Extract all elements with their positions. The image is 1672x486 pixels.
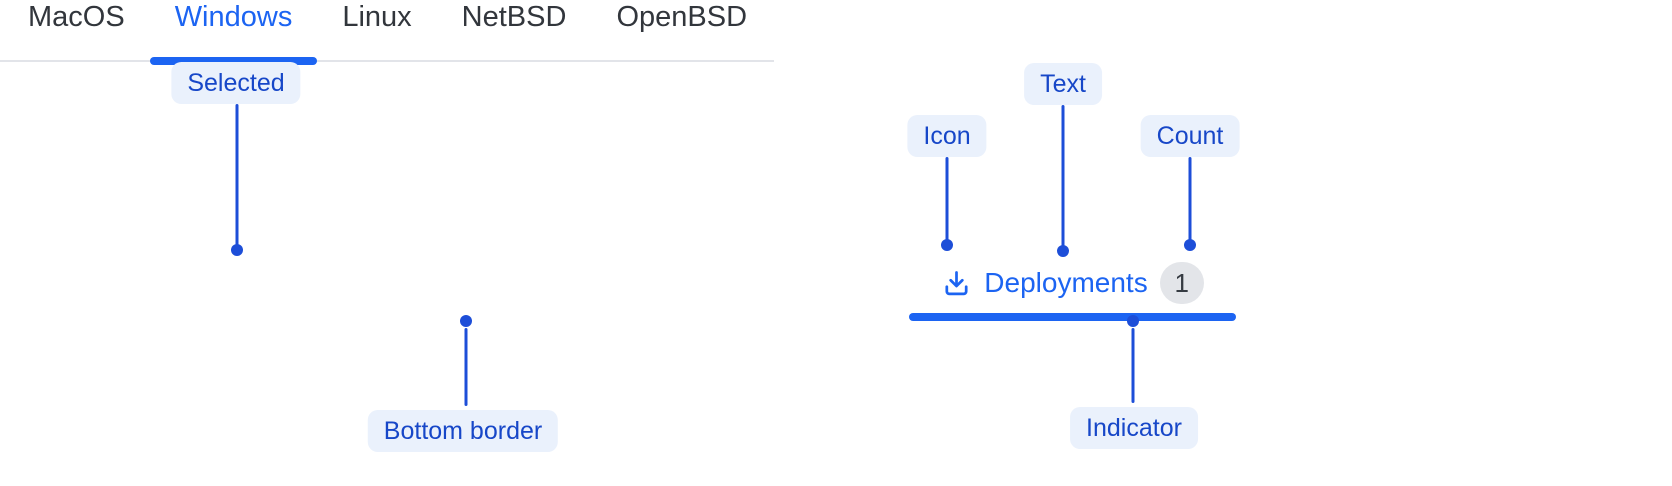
- icon-annotation-label: Icon: [907, 115, 987, 157]
- tab-linux[interactable]: Linux: [342, 1, 412, 33]
- download-icon: [945, 270, 968, 295]
- count-annotation-dot: [1184, 239, 1196, 251]
- bottom-border-annotation-line: [464, 328, 468, 406]
- selected-annotation-line: [235, 104, 239, 246]
- tab-list: MacOS Windows Linux NetBSD OpenBSD: [0, 0, 774, 65]
- tab-netbsd[interactable]: NetBSD: [461, 1, 567, 33]
- bottom-border-annotation-dot: [460, 315, 472, 327]
- deployments-tab[interactable]: Deployments 1: [909, 261, 1236, 321]
- count-badge: 1: [1159, 262, 1204, 304]
- tab-windows-selected[interactable]: Windows: [149, 0, 318, 65]
- tab-openbsd[interactable]: OpenBSD: [616, 1, 748, 33]
- indicator-annotation-label: Indicator: [1070, 407, 1198, 449]
- icon-annotation-line: [945, 157, 949, 245]
- deployments-tab-label: Deployments: [984, 267, 1148, 298]
- icon-annotation-dot: [941, 239, 953, 251]
- tab-bar: MacOS Windows Linux NetBSD OpenBSD: [0, 0, 774, 65]
- bottom-border-annotation-label: Bottom border: [367, 410, 559, 452]
- indicator-annotation-line: [1131, 328, 1135, 403]
- text-annotation-label: Text: [1024, 63, 1102, 105]
- deployments-tab-content: Deployments 1: [909, 261, 1236, 305]
- text-annotation-dot: [1057, 245, 1069, 257]
- indicator-annotation-dot: [1127, 315, 1139, 327]
- selected-annotation-dot: [231, 244, 243, 256]
- text-annotation-line: [1061, 105, 1065, 251]
- selected-annotation-label: Selected: [171, 62, 301, 104]
- count-annotation-line: [1188, 157, 1192, 245]
- tab-macos[interactable]: MacOS: [28, 1, 125, 33]
- count-annotation-label: Count: [1140, 115, 1240, 157]
- tab-selection-indicator: [909, 313, 1236, 321]
